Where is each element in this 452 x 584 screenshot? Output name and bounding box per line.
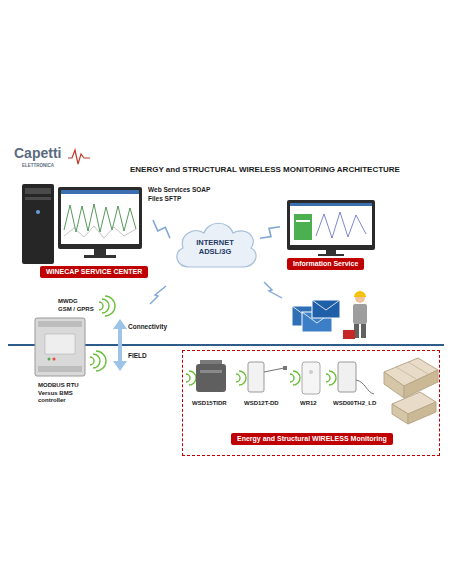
red-label: Energy and Structural WIRELESS Monitorin…: [231, 433, 393, 445]
cloud-label: INTERNET ADSL/3G: [188, 238, 242, 256]
interface-label: Versus BMS controller: [38, 390, 84, 404]
red-label: WINECAP SERVICE CENTER: [40, 266, 148, 278]
wireless-link: [153, 220, 170, 238]
internet-cloud: INTERNET ADSL/3G: [170, 215, 260, 273]
cloud-outline: [177, 223, 256, 267]
sensor-label: WSD00TH2_LD: [333, 400, 376, 407]
device-label: MWDG: [58, 298, 78, 305]
layer-label: FIELD: [128, 352, 147, 359]
protocol-label: Web Services SOAP: [148, 186, 210, 193]
device-label: GSM / GPRS: [58, 306, 94, 313]
sensor-label: WR12: [300, 400, 317, 407]
red-label: Information Service: [287, 258, 364, 270]
diagram-title: ENERGY and STRUCTURAL WIRELESS MONITORIN…: [130, 165, 400, 174]
information-service: Information Service: [280, 198, 380, 270]
sensor-label: WSD15TIDR: [192, 400, 227, 407]
layer-label: Connectivity: [128, 323, 167, 330]
logo-subtitle: ELETTRONICA: [22, 163, 54, 168]
protocol-label: Files SFTP: [148, 195, 181, 202]
logo-wordmark: Capetti: [14, 145, 61, 161]
interface-label: MODBUS RTU: [38, 382, 79, 389]
wireless-link: [260, 227, 280, 238]
sensor-label: WSD12T-DD: [244, 400, 279, 407]
service-center: WINECAP SERVICE CENTER: [20, 180, 153, 280]
